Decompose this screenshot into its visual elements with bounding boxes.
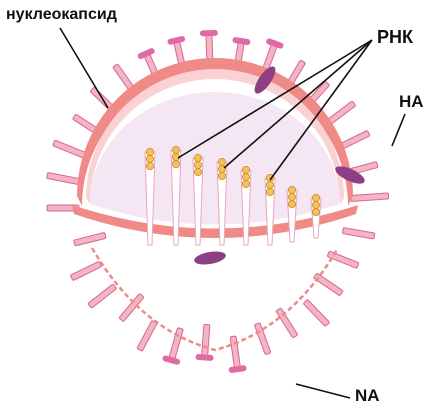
- rna-bead: [172, 146, 179, 153]
- rna-bead: [146, 148, 153, 155]
- rna-bead: [146, 155, 153, 162]
- rna-bead: [218, 158, 225, 165]
- nucleocapsid-label: нуклеокапсид: [6, 6, 117, 24]
- membrane-protein: [193, 249, 227, 266]
- spike-stalk: [74, 232, 107, 246]
- nucleocapsid-leader-line: [60, 28, 108, 108]
- spike-stalk: [88, 284, 117, 308]
- ha-spike: [342, 228, 375, 239]
- na-label: NA: [355, 386, 380, 406]
- spike-stalk: [342, 228, 375, 239]
- rna-bead: [218, 165, 225, 172]
- spike-head: [228, 365, 247, 373]
- rna-bead: [312, 201, 319, 208]
- na-spike: [162, 326, 189, 366]
- rna-bead: [266, 188, 273, 195]
- spike-stalk: [47, 172, 83, 185]
- rna-bead: [242, 180, 249, 187]
- spike-head: [200, 30, 218, 37]
- rna-bead: [172, 160, 179, 167]
- ha-spike: [303, 299, 330, 326]
- rna-bead: [194, 161, 201, 168]
- rna-bead: [218, 172, 225, 179]
- rna-bead: [312, 208, 319, 215]
- ha-leader-line: [392, 114, 405, 146]
- ha-spike: [350, 193, 388, 202]
- rna-bead: [146, 162, 153, 169]
- spike-stalk: [254, 323, 271, 355]
- spike-stalk: [202, 324, 210, 356]
- spike-head: [195, 354, 213, 361]
- ha-spike: [74, 232, 107, 246]
- rna-bead: [266, 181, 273, 188]
- rna-bead: [194, 154, 201, 161]
- rna-bead: [242, 166, 249, 173]
- spike-stalk: [230, 336, 240, 369]
- ha-spike: [137, 320, 157, 351]
- rna-bead: [312, 194, 319, 201]
- ha-spike: [88, 284, 117, 308]
- rna-bead: [242, 173, 249, 180]
- na-leader-line: [296, 384, 350, 398]
- ha-label: НА: [399, 92, 424, 112]
- spike-stalk: [137, 320, 157, 351]
- rna-segment: [287, 186, 297, 242]
- spike-stalk: [303, 299, 330, 326]
- rna-bead: [288, 193, 295, 200]
- na-spike: [195, 324, 215, 361]
- lower-envelope-outline: [92, 248, 338, 350]
- rna-bead: [194, 168, 201, 175]
- spike-stalk: [70, 261, 101, 280]
- rna-segment: [311, 194, 321, 238]
- rna-bead: [288, 186, 295, 193]
- ha-spike: [276, 308, 298, 338]
- spike-stalk: [276, 308, 298, 338]
- ha-spike: [47, 172, 83, 185]
- ha-spike: [254, 323, 271, 355]
- rna-label: РНК: [377, 27, 413, 48]
- spike-stalk: [350, 193, 388, 202]
- ha-spike: [313, 273, 343, 296]
- ha-spike: [70, 261, 101, 280]
- spike-stalk: [313, 273, 343, 296]
- rna-bead: [288, 200, 295, 207]
